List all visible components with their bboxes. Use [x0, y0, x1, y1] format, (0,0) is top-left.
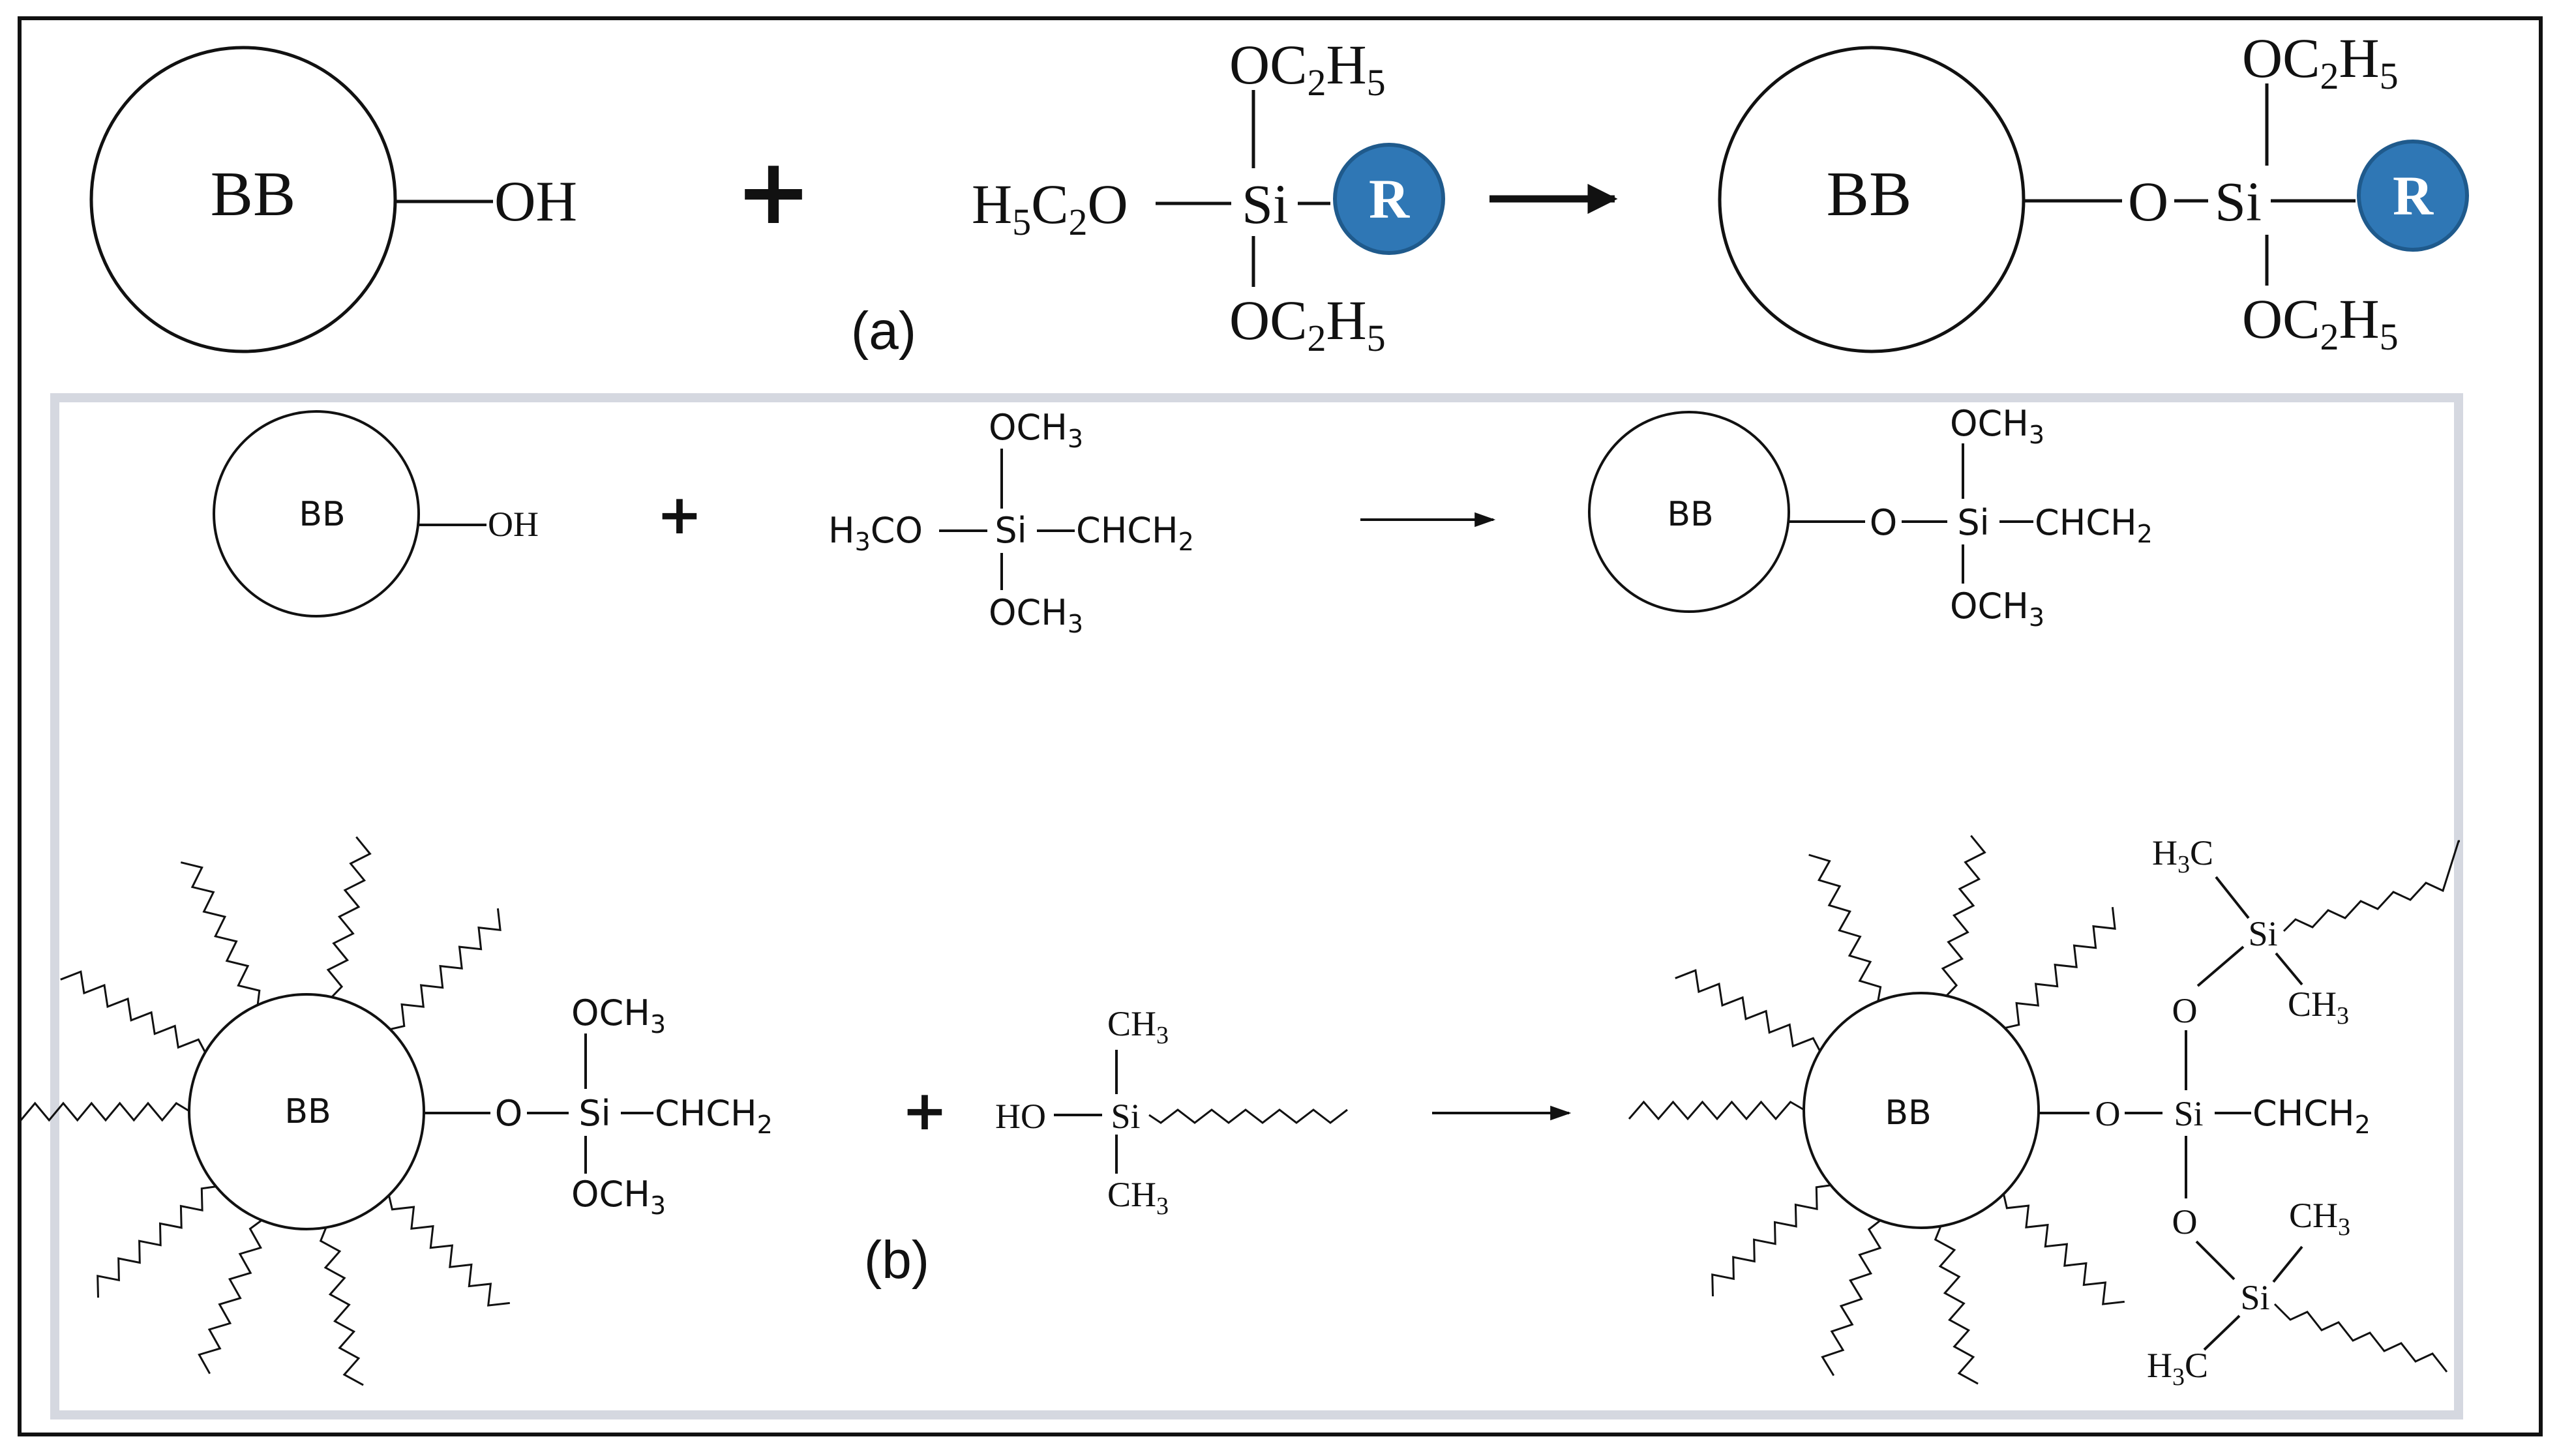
plus-sign: + — [902, 1078, 948, 1142]
bb-particle — [1588, 411, 1790, 613]
r-substituent-label: R — [1369, 168, 1410, 230]
alkyl-chain — [2002, 1192, 2125, 1305]
methyl-top-group: CH3 — [1107, 1004, 1169, 1049]
methoxy-top-group: OCH3 — [1950, 403, 2044, 449]
oxygen-link-atom: O — [495, 1093, 523, 1134]
r-substituent-badge — [2357, 140, 2469, 252]
hydroxyl-group: HO — [995, 1097, 1046, 1136]
alkyl-chain — [1628, 1100, 1806, 1121]
vinyl-group: CHCH2 — [2252, 1093, 2371, 1139]
oxygen-link-atom: O — [1870, 502, 1898, 543]
alkyl-chain — [1808, 854, 1882, 1003]
methoxy-left-group: H3CO — [828, 510, 923, 556]
silicon-atom: Si — [1111, 1097, 1140, 1136]
panel-b-row-1: BB OH + H3CO Si CHCH2 OCH3 OCH3 BB — [213, 403, 2153, 638]
bb-particle — [1803, 992, 2040, 1229]
methyl-group: CH3 — [2288, 985, 2349, 1030]
bond — [2215, 876, 2250, 919]
alkyl-chain — [180, 861, 261, 1007]
oxygen-link-atom: O — [2128, 170, 2168, 233]
silicon-atom: Si — [2215, 170, 2262, 233]
hydroxyl-group: OH — [494, 170, 577, 233]
panel-b: BB OH + H3CO Si CHCH2 OCH3 OCH3 BB — [20, 393, 2463, 1419]
vinyl-group: CHCH2 — [1076, 510, 1194, 556]
silicon-atom: Si — [2174, 1094, 2203, 1133]
alkyl-chains-right — [1628, 835, 2125, 1385]
methoxy-top-group: OCH3 — [571, 992, 666, 1039]
alkyl-chain — [198, 1218, 264, 1374]
silicon-atom-upper: Si — [2248, 914, 2277, 953]
methyl-bottom-group: CH3 — [1107, 1175, 1169, 1220]
alkyl-chain — [1711, 1183, 1833, 1297]
alkyl-chain — [1941, 835, 1986, 998]
alkyl-chain — [1934, 1224, 1979, 1385]
alkyl-chain — [1821, 1219, 1883, 1376]
alkyl-chain — [1148, 1108, 1348, 1124]
alkyl-chain — [60, 970, 207, 1054]
plus-sign: + — [735, 139, 811, 245]
silicon-atom: Si — [995, 510, 1026, 551]
alkyl-chain — [387, 1193, 510, 1307]
r-substituent-label: R — [2393, 164, 2434, 227]
bb-particle-label: BB — [1667, 495, 1713, 534]
methoxy-bottom-group: OCH3 — [1950, 586, 2044, 632]
ethoxy-bottom-group: OC2H5 — [2242, 288, 2399, 358]
silicon-atom: Si — [578, 1093, 610, 1134]
silicon-atom: Si — [1242, 173, 1289, 235]
figure-frame — [18, 16, 2543, 1436]
oxygen-link-atom: O — [2095, 1094, 2121, 1133]
methoxy-bottom-group: OCH3 — [571, 1174, 666, 1220]
alkyl-chain — [326, 836, 372, 999]
r-substituent-badge — [1333, 143, 1445, 255]
oxygen-bridge-atom: O — [2172, 1202, 2198, 1241]
alkyl-chain — [319, 1225, 364, 1386]
hydroxyl-group: OH — [488, 505, 539, 544]
panel-b-border — [50, 393, 2463, 1419]
panel-a: BB OH + H5C2O Si OC2H5 OC2H5 R (a) BB O … — [89, 27, 2469, 361]
silicon-atom: Si — [1957, 502, 1989, 543]
bb-particle-label: BB — [1885, 1093, 1931, 1133]
bb-particle-label: BB — [299, 495, 345, 534]
alkyl-chain — [2282, 840, 2460, 932]
plus-sign: + — [657, 483, 702, 546]
silicon-atom-lower: Si — [2240, 1278, 2269, 1317]
bond — [2275, 952, 2303, 986]
oxygen-bridge-atom: O — [2172, 991, 2198, 1030]
ethoxy-bottom-group: OC2H5 — [1229, 289, 1386, 359]
bond — [2203, 1315, 2241, 1351]
alkyl-chain — [20, 1101, 191, 1122]
panel-a-label: (a) — [851, 301, 916, 361]
bb-particle-label: BB — [211, 159, 296, 230]
bond — [2196, 945, 2245, 987]
bb-particle — [213, 410, 420, 617]
bond — [2195, 1240, 2236, 1281]
ethoxy-top-group: OC2H5 — [2242, 27, 2399, 97]
alkyl-chain — [2003, 907, 2116, 1030]
bb-particle-label: BB — [1827, 159, 1912, 230]
ethoxy-top-group: OC2H5 — [1229, 33, 1386, 104]
panel-b-row-2: BB O Si CHCH2 OCH3 OCH3 + HO Si — [20, 833, 2460, 1391]
methyl-group: H3C — [2152, 833, 2213, 878]
alkyl-chain — [388, 908, 501, 1031]
vinyl-group: CHCH2 — [655, 1093, 773, 1139]
alkyl-chain — [1675, 969, 1822, 1053]
bb-particle — [89, 46, 397, 353]
methyl-group: H3C — [2147, 1346, 2208, 1391]
methoxy-bottom-group: OCH3 — [989, 592, 1083, 638]
methyl-group: CH3 — [2289, 1196, 2350, 1241]
bond — [2272, 1245, 2303, 1283]
ethoxy-left-group: H5C2O — [972, 173, 1128, 243]
alkyl-chain — [2273, 1303, 2448, 1373]
panel-b-label: (b) — [864, 1230, 929, 1290]
alkyl-chain — [97, 1185, 218, 1298]
bb-particle-label: BB — [284, 1092, 331, 1131]
alkyl-chains-left — [20, 836, 510, 1386]
vinyl-group: CHCH2 — [2035, 502, 2153, 548]
methoxy-top-group: OCH3 — [989, 407, 1083, 453]
